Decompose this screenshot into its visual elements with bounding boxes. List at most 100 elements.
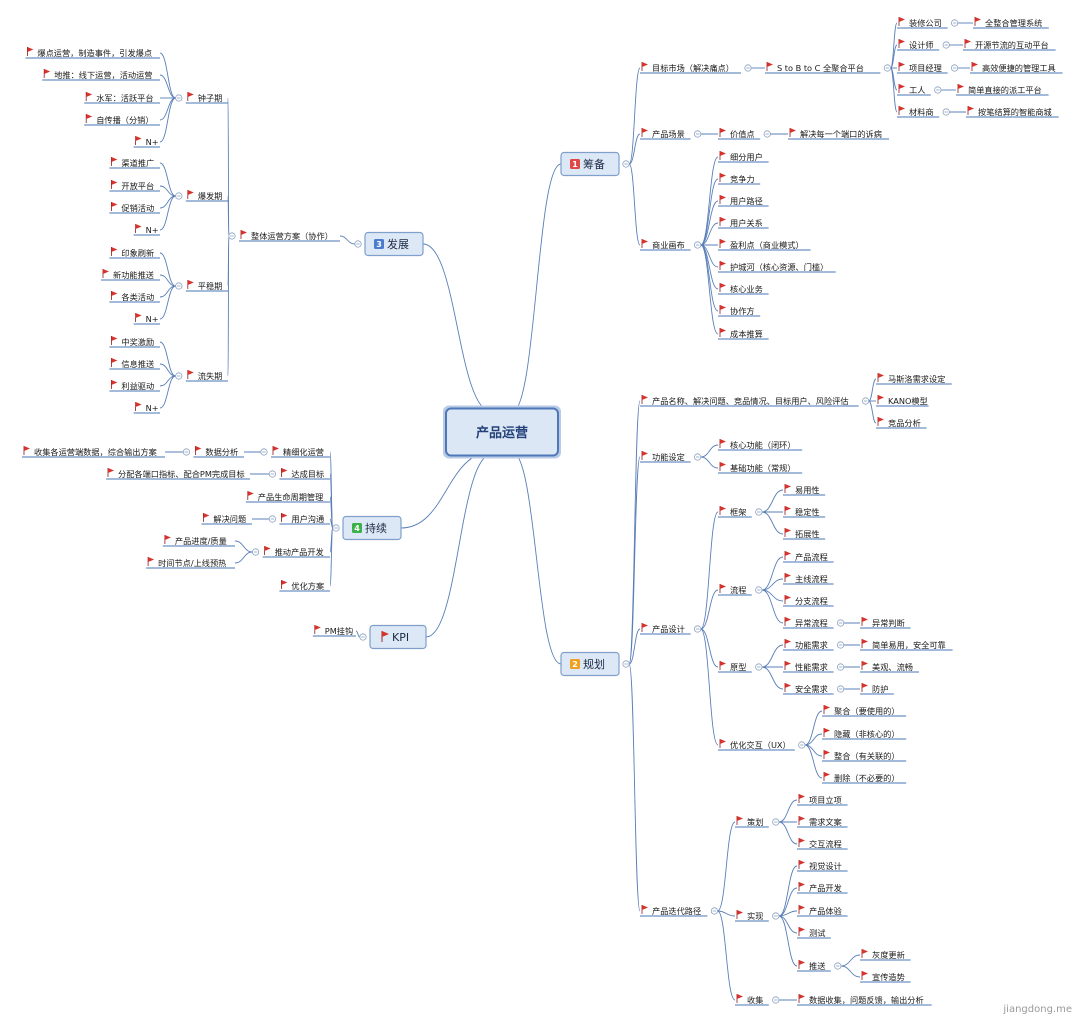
topic-nplus2[interactable]: N+ bbox=[133, 224, 160, 236]
topic-hexingn[interactable]: 核心功能（闭环） bbox=[718, 439, 803, 451]
topic-meiguan[interactable]: 美观、流畅 bbox=[860, 661, 919, 673]
topic-cailiao[interactable]: 材料商 bbox=[897, 106, 940, 118]
topic-tuidong[interactable]: 推动产品开发 bbox=[262, 546, 330, 558]
topic-anquan[interactable]: 安全需求 bbox=[783, 683, 834, 695]
topic-zhenghe[interactable]: 整合（有关联的） bbox=[822, 750, 907, 762]
topic-gongnengxq[interactable]: 功能需求 bbox=[783, 639, 834, 651]
topic-zichuanbo[interactable]: 自传播（分销） bbox=[84, 114, 160, 126]
topic-jianyi[interactable]: 简单易用，安全可靠 bbox=[860, 639, 953, 651]
topic-jiejue[interactable]: 解决每一个端口的诉病 bbox=[788, 128, 889, 140]
topic-jichu[interactable]: 基础功能（常规） bbox=[718, 462, 803, 474]
topic-gongneng[interactable]: 功能设定 bbox=[640, 451, 691, 463]
topic-shujushouji[interactable]: 数据收集，问题反馈，输出分析 bbox=[797, 994, 932, 1006]
topic-jiazhi[interactable]: 价值点 bbox=[718, 128, 761, 140]
topic-lixiang[interactable]: 项目立项 bbox=[797, 794, 848, 806]
topic-ceshi[interactable]: 测试 bbox=[797, 927, 831, 939]
topic-qudao[interactable]: 渠道推广 bbox=[109, 157, 160, 169]
topic-xingongneng[interactable]: 新功能推送 bbox=[101, 269, 160, 281]
topic-zhuangxiu[interactable]: 装修公司 bbox=[897, 17, 948, 29]
topic-tuisong[interactable]: 推送 bbox=[797, 960, 831, 972]
topic-mubiao[interactable]: 目标市场（解决痛点） bbox=[640, 62, 741, 74]
topic-hucheng[interactable]: 护城河（核心资源、门槛） bbox=[718, 261, 836, 273]
topic-shixian[interactable]: 实现 bbox=[735, 910, 769, 922]
topic-shouji[interactable]: 收集 bbox=[735, 994, 769, 1006]
topic-liyi[interactable]: 利益驱动 bbox=[109, 380, 160, 392]
topic-gelei[interactable]: 各类活动 bbox=[109, 291, 160, 303]
topic-guanxi[interactable]: 用户关系 bbox=[718, 217, 769, 229]
main-topic-kpi[interactable]: KPI bbox=[369, 624, 427, 650]
topic-gaoxiao[interactable]: 高效便捷的管理工具 bbox=[970, 62, 1063, 74]
topic-dacheng[interactable]: 达成目标 bbox=[279, 468, 330, 480]
topic-jingzheng[interactable]: 竞争力 bbox=[718, 173, 761, 185]
topic-shanchu[interactable]: 删除（不必要的） bbox=[822, 772, 907, 784]
central-topic[interactable]: 产品运营 bbox=[443, 405, 561, 459]
topic-changjing[interactable]: 产品场景 bbox=[640, 128, 691, 140]
topic-yichangpd[interactable]: 异常判断 bbox=[860, 617, 911, 629]
topic-fenzhi[interactable]: 分支流程 bbox=[783, 595, 834, 607]
topic-xuanchuan[interactable]: 宣传造势 bbox=[860, 971, 911, 983]
topic-chengben[interactable]: 成本推算 bbox=[718, 328, 769, 340]
topic-cehua[interactable]: 策划 bbox=[735, 816, 769, 828]
topic-jingxihua[interactable]: 精细化运营 bbox=[271, 446, 330, 458]
topic-yinxiang[interactable]: 印象刷新 bbox=[109, 247, 160, 259]
topic-kaiyuan[interactable]: 开源节流的互动平台 bbox=[963, 39, 1056, 51]
topic-shijian[interactable]: 时间节点/上线预热 bbox=[146, 557, 235, 569]
topic-baodian[interactable]: 爆点运营，制造事件，引发爆点 bbox=[25, 47, 160, 59]
topic-shejishi[interactable]: 设计师 bbox=[897, 39, 940, 51]
topic-s2b2c[interactable]: S to B to C 全聚合平台 bbox=[765, 62, 881, 74]
topic-shoujigd[interactable]: 收集各运营端数据，综合输出方案 bbox=[22, 446, 165, 458]
topic-youhua[interactable]: 优化方案 bbox=[279, 580, 330, 592]
topic-zhuxian[interactable]: 主线流程 bbox=[783, 573, 834, 585]
topic-chanpinlc[interactable]: 产品流程 bbox=[783, 551, 834, 563]
topic-jiejuewt[interactable]: 解决问题 bbox=[201, 513, 252, 525]
topic-cuxiao[interactable]: 促销活动 bbox=[109, 202, 160, 214]
topic-nplus3[interactable]: N+ bbox=[133, 313, 160, 325]
topic-jindu[interactable]: 产品进度/质量 bbox=[162, 535, 235, 547]
topic-tiyan[interactable]: 产品体验 bbox=[797, 905, 848, 917]
topic-xiezuofang[interactable]: 协作方 bbox=[718, 305, 761, 317]
topic-zhongjiang[interactable]: 中奖激励 bbox=[109, 336, 160, 348]
topic-ditui[interactable]: 地推：线下运营，活动运营 bbox=[42, 69, 160, 81]
topic-xiangmu[interactable]: 项目经理 bbox=[897, 62, 948, 74]
topic-baofa[interactable]: 爆发期 bbox=[185, 190, 228, 202]
topic-kuangjia[interactable]: 框架 bbox=[718, 506, 752, 518]
topic-wending[interactable]: 稳定性 bbox=[783, 506, 826, 518]
topic-shangye[interactable]: 商业画布 bbox=[640, 239, 691, 251]
topic-pm[interactable]: PM挂钩 bbox=[312, 625, 356, 637]
topic-liushi[interactable]: 流失期 bbox=[185, 370, 228, 382]
topic-zhengti[interactable]: 整体运营方案（协作） bbox=[239, 230, 340, 242]
topic-shujufx[interactable]: 数据分析 bbox=[193, 446, 244, 458]
topic-fenpei[interactable]: 分配各端口指标、配合PM完成目标 bbox=[106, 468, 250, 480]
topic-kaifang[interactable]: 开放平台 bbox=[109, 180, 160, 192]
topic-nplus1[interactable]: N+ bbox=[133, 136, 160, 148]
topic-gongren[interactable]: 工人 bbox=[897, 84, 931, 96]
topic-jiaohu[interactable]: 交互流程 bbox=[797, 838, 848, 850]
topic-shuijun[interactable]: 水军：活跃平台 bbox=[84, 92, 160, 104]
topic-tuozhan[interactable]: 拓展性 bbox=[783, 528, 826, 540]
topic-yuanxing[interactable]: 原型 bbox=[718, 661, 752, 673]
topic-liucheng[interactable]: 流程 bbox=[718, 584, 752, 596]
topic-xingneng[interactable]: 性能需求 bbox=[783, 661, 834, 673]
topic-huidu[interactable]: 灰度更新 bbox=[860, 949, 911, 961]
topic-zhongzi[interactable]: 钟子期 bbox=[185, 92, 228, 104]
topic-xinxi[interactable]: 信息推送 bbox=[109, 358, 160, 370]
topic-yiyong[interactable]: 易用性 bbox=[783, 484, 826, 496]
topic-hexinyewu[interactable]: 核心业务 bbox=[718, 283, 769, 295]
topic-sheji[interactable]: 产品设计 bbox=[640, 623, 691, 635]
topic-jiandan[interactable]: 简单直接的派工平台 bbox=[956, 84, 1049, 96]
topic-shijue[interactable]: 视觉设计 bbox=[797, 860, 848, 872]
topic-diedai[interactable]: 产品迭代路径 bbox=[640, 905, 708, 917]
topic-xifen[interactable]: 细分用户 bbox=[718, 151, 769, 163]
topic-jingpin[interactable]: 竞品分析 bbox=[876, 417, 927, 429]
topic-masiluo[interactable]: 马斯洛需求设定 bbox=[876, 373, 952, 385]
topic-yingli[interactable]: 盈利点（商业模式） bbox=[718, 239, 811, 251]
topic-nplus4[interactable]: N+ bbox=[133, 402, 160, 414]
topic-anbi[interactable]: 按笔结算的智能商城 bbox=[966, 106, 1059, 118]
topic-quanzheng[interactable]: 全整合管理系统 bbox=[973, 17, 1049, 29]
topic-zhouqi[interactable]: 产品生命周期管理 bbox=[245, 491, 330, 503]
topic-ux[interactable]: 优化交互（UX） bbox=[718, 739, 795, 751]
